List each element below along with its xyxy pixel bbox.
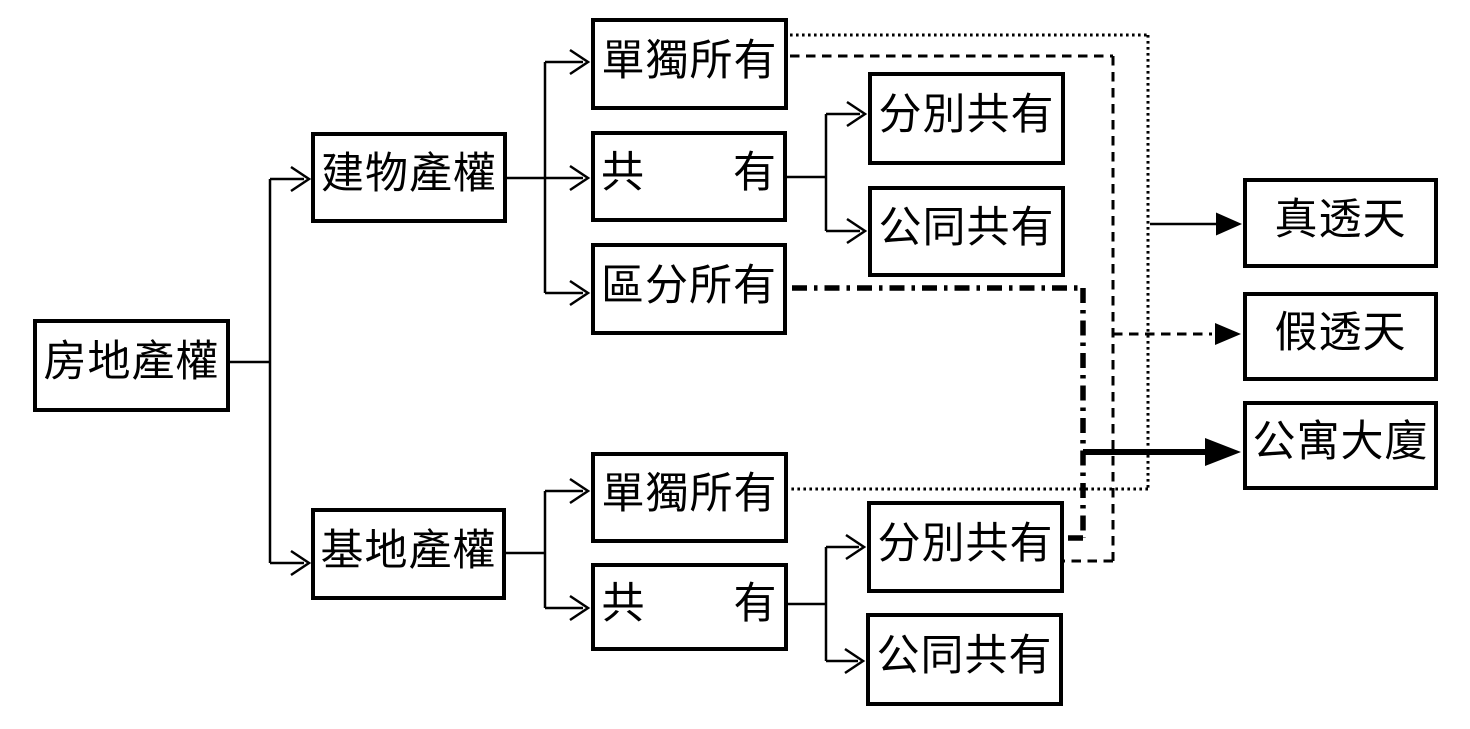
arrowhead-to-real-townhouse: [1216, 212, 1242, 236]
arrowhead-to-land-sole: [569, 477, 591, 505]
arrowhead-to-building-rights: [290, 165, 312, 193]
connector-thick-apartment: [1083, 438, 1241, 466]
arrowhead-to-fake-townhouse: [1215, 323, 1241, 345]
node-building-sole-ownership: 單獨所有: [591, 18, 788, 110]
arrowhead-to-building-joint-co: [846, 217, 868, 245]
node-real-estate-rights: 房地產權: [33, 319, 230, 412]
node-fake-townhouse: 假透天: [1243, 292, 1438, 381]
connector-building-branch: [507, 48, 591, 307]
arrowhead-to-land-co: [569, 594, 591, 622]
connector-land-co-branch: [788, 533, 867, 675]
connector-root-branch: [230, 165, 312, 577]
connector-building-co-branch: [787, 100, 868, 245]
node-land-rights: 基地產權: [311, 508, 506, 600]
arrowhead-to-land-separate-co: [845, 533, 867, 561]
connector-land-branch: [506, 477, 591, 622]
connector-dotted-sole-route: [790, 33, 1242, 491]
node-land-separate-co-ownership: 分別共有: [867, 501, 1064, 593]
connector-dashdot-route: [792, 285, 1086, 541]
arrowhead-to-building-separate-co: [846, 100, 868, 128]
node-building-sectional-ownership: 區分所有: [591, 243, 787, 335]
arrowhead-to-land-rights: [290, 549, 312, 577]
arrowhead-to-apartment-building: [1205, 438, 1241, 466]
node-building-rights: 建物產權: [311, 132, 507, 223]
node-land-joint-co-ownership: 公同共有: [866, 613, 1063, 706]
arrowhead-to-building-sectional: [569, 279, 591, 307]
arrowhead-to-building-sole: [569, 48, 591, 76]
node-building-separate-co-ownership: 分別共有: [868, 72, 1065, 165]
node-building-joint-co-ownership: 公同共有: [868, 186, 1065, 277]
node-real-townhouse: 真透天: [1243, 178, 1438, 268]
node-land-co-ownership: 共 有: [591, 563, 788, 651]
node-building-co-ownership: 共 有: [591, 131, 787, 222]
node-apartment-building: 公寓大廈: [1243, 401, 1438, 490]
connector-dashed-route: [790, 54, 1241, 563]
arrowhead-to-land-joint-co: [844, 647, 866, 675]
node-land-sole-ownership: 單獨所有: [591, 452, 788, 543]
arrowhead-to-building-co: [569, 164, 591, 192]
